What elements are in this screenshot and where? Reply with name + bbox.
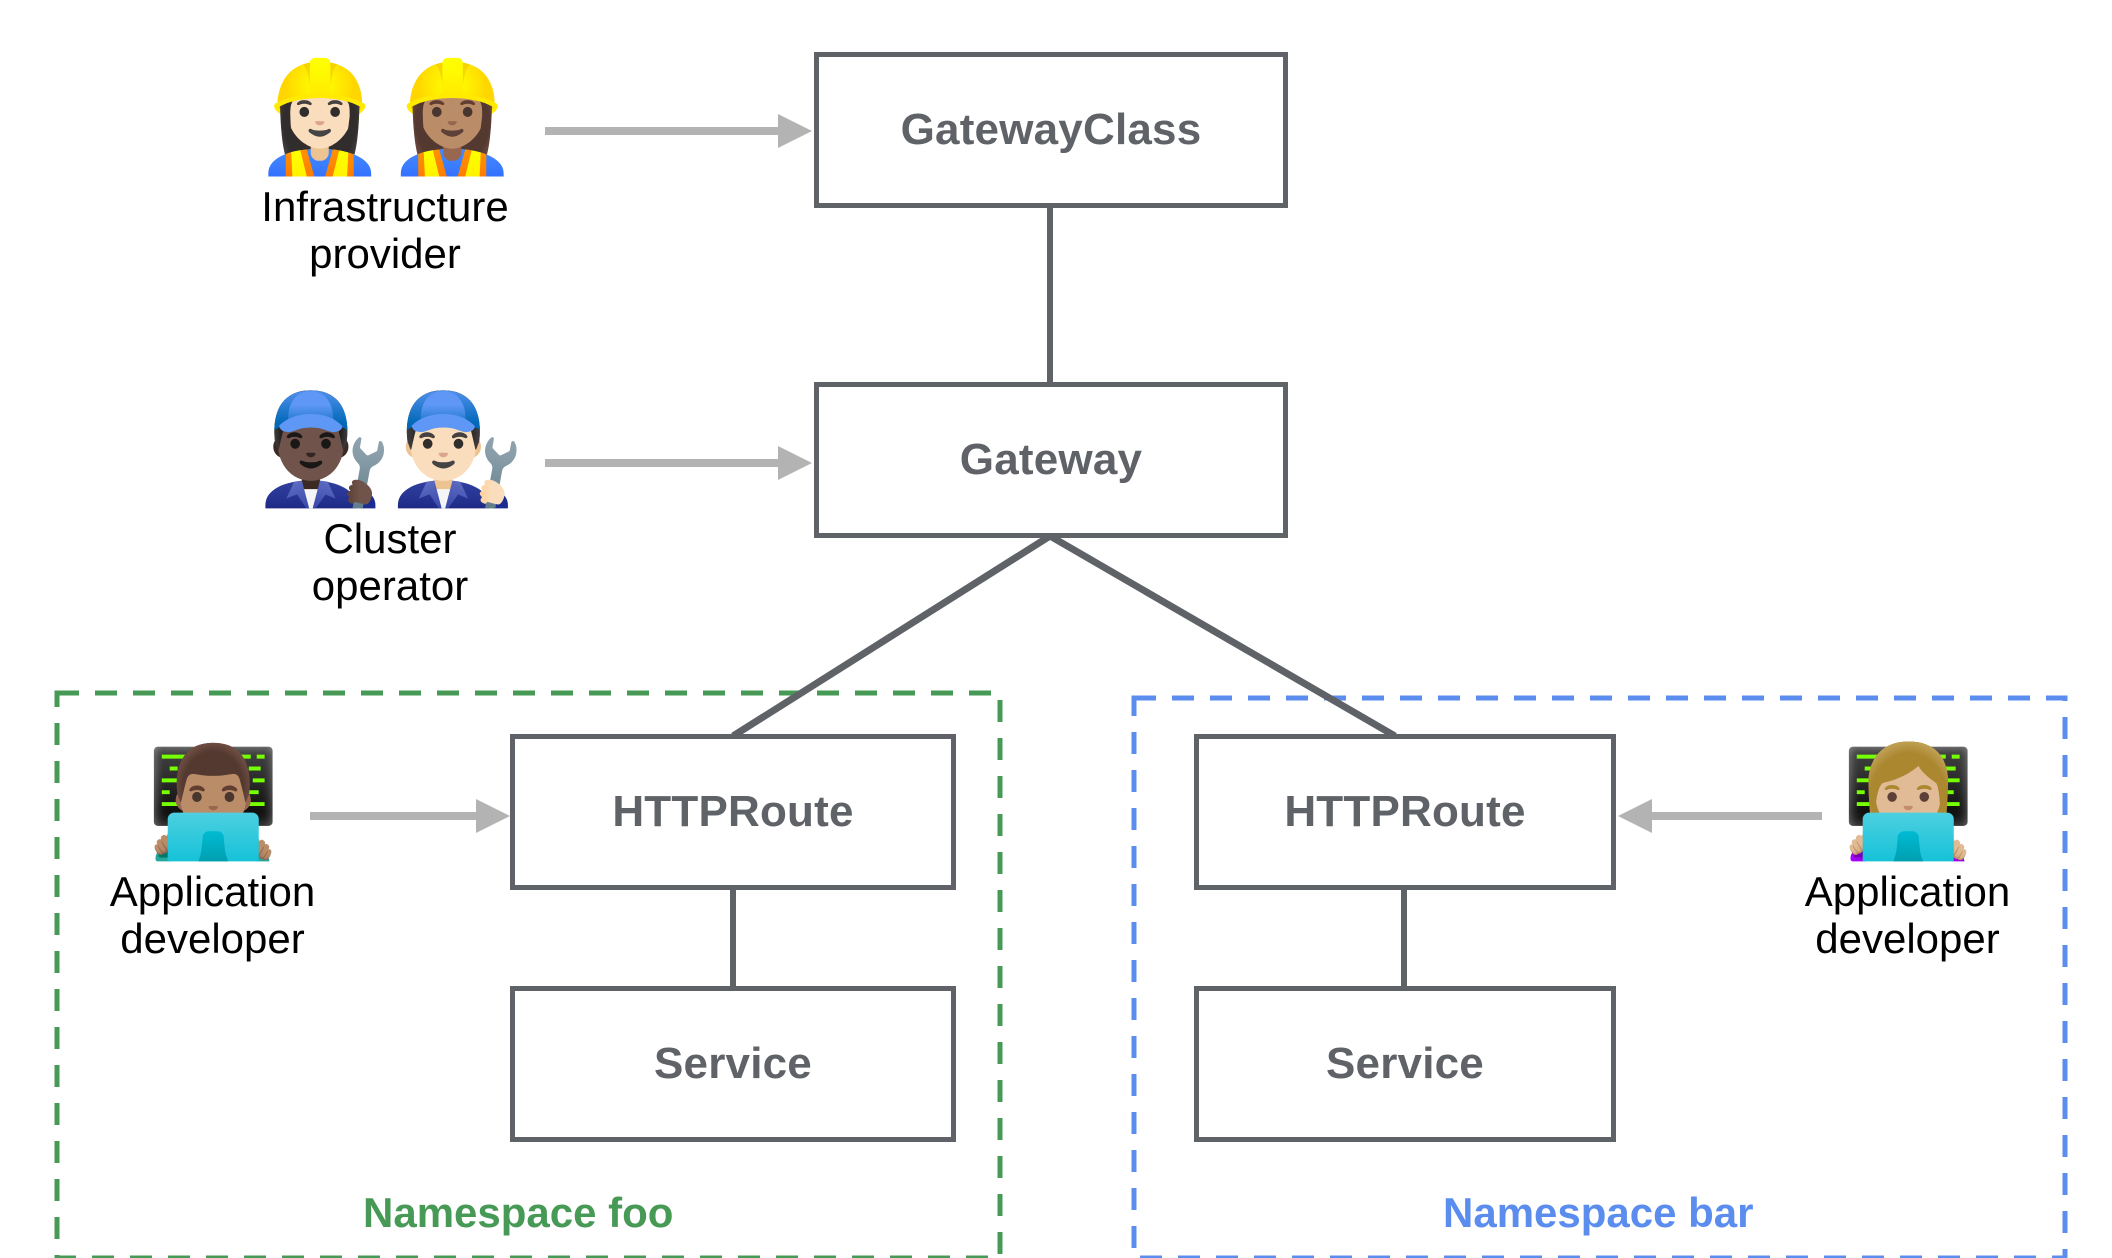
node-gatewayclass[interactable]: GatewayClass	[814, 52, 1288, 208]
persona-application-developer-foo: 👨🏽‍💻 Application developer	[95, 740, 330, 962]
man-technologist-icon: 👨🏽‍💻	[146, 740, 280, 865]
node-gateway-label: Gateway	[959, 435, 1143, 484]
arrow-application-developer-bar-to-httproute	[1618, 799, 1822, 833]
persona-application-developer-foo-line1: Application	[109, 867, 316, 915]
node-httproute-foo[interactable]: HTTPRoute	[510, 734, 956, 890]
arrow-infrastructure-provider-to-gatewayclass	[545, 114, 812, 148]
node-httproute-foo-label: HTTPRoute	[612, 787, 854, 836]
namespace-foo-region	[54, 690, 1003, 1258]
persona-cluster-operator-line2: operator	[311, 561, 469, 609]
namespace-foo-label: Namespace foo	[363, 1189, 674, 1236]
mechanic-people-icon: 👨🏿‍🔧👨🏻‍🔧	[257, 387, 525, 512]
namespace-bar-region	[1131, 695, 2068, 1258]
arrow-application-developer-foo-to-httproute	[310, 799, 510, 833]
node-gateway[interactable]: Gateway	[814, 382, 1288, 538]
node-service-foo[interactable]: Service	[510, 986, 956, 1142]
persona-infrastructure-provider-line2: provider	[309, 229, 461, 277]
persona-application-developer-bar-line1: Application	[1804, 867, 2011, 915]
node-gatewayclass-label: GatewayClass	[900, 105, 1202, 154]
persona-infrastructure-provider: 👷🏻‍♀️👷🏽‍♀️ Infrastructure provider	[210, 55, 560, 277]
persona-cluster-operator-line1: Cluster	[323, 514, 457, 562]
persona-application-developer-foo-line2: developer	[120, 914, 305, 962]
node-service-foo-label: Service	[654, 1039, 812, 1088]
namespace-bar-label: Namespace bar	[1443, 1189, 1754, 1236]
arrow-cluster-operator-to-gateway	[545, 446, 812, 480]
persona-infrastructure-provider-line1: Infrastructure	[261, 182, 509, 230]
woman-technologist-icon: 👩🏼‍💻	[1841, 740, 1975, 865]
node-service-bar[interactable]: Service	[1194, 986, 1616, 1142]
edge-gateway-httproute-bar	[1048, 532, 1397, 740]
persona-application-developer-bar: 👩🏼‍💻 Application developer	[1790, 740, 2025, 962]
node-service-bar-label: Service	[1326, 1039, 1484, 1088]
persona-application-developer-bar-line2: developer	[1815, 914, 2000, 962]
edge-gateway-httproute-foo	[731, 533, 1052, 739]
node-httproute-bar-label: HTTPRoute	[1284, 787, 1526, 836]
node-httproute-bar[interactable]: HTTPRoute	[1194, 734, 1616, 890]
persona-cluster-operator: 👨🏿‍🔧👨🏻‍🔧 Cluster operator	[215, 387, 565, 609]
construction-worker-women-icon: 👷🏻‍♀️👷🏽‍♀️	[252, 55, 520, 180]
